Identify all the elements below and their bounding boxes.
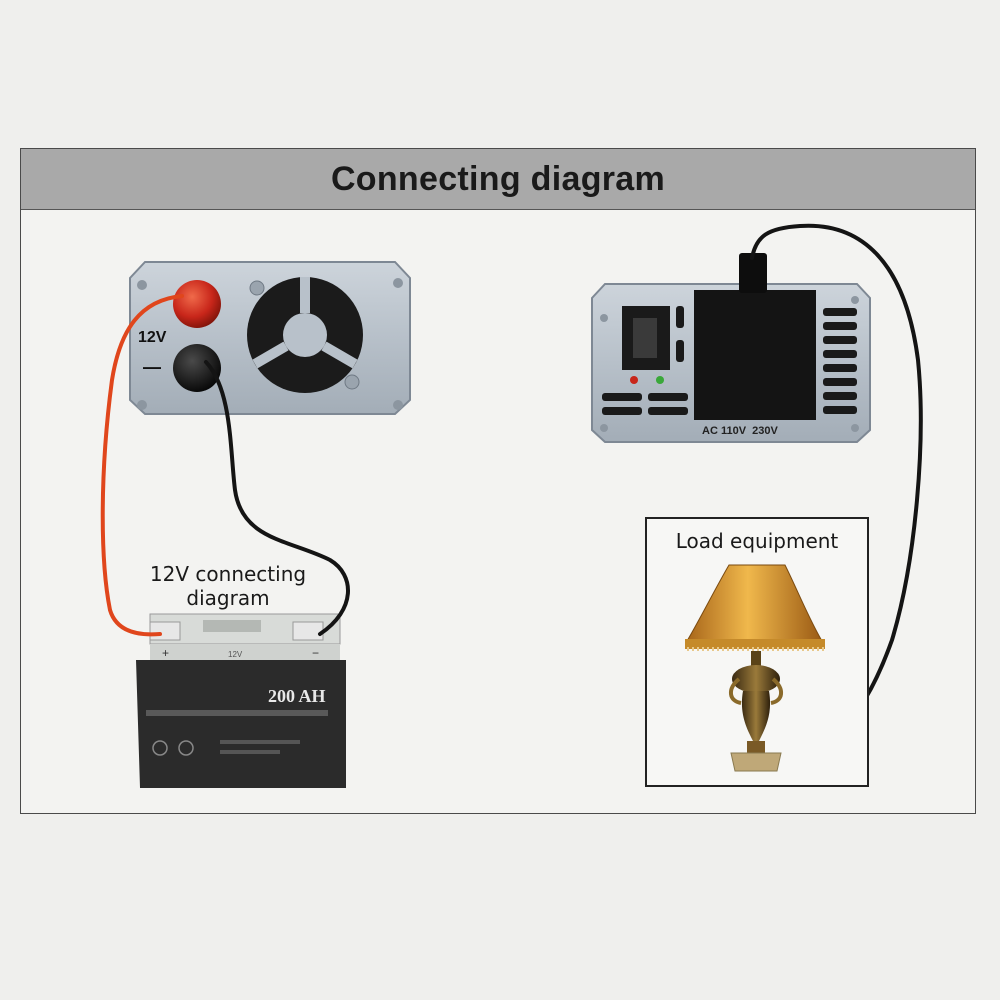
- ac-output-label: AC 110V 230V: [702, 425, 778, 437]
- positive-terminal-icon: [173, 280, 221, 328]
- inverter-front-panel: 12V —: [129, 261, 411, 415]
- negative-terminal-icon: [173, 344, 221, 392]
- battery: + − 12V 200 AH: [136, 613, 346, 788]
- inverter-minus-label: —: [143, 357, 161, 377]
- red-wire: [100, 294, 184, 637]
- ac-socket-icon: [694, 290, 816, 420]
- battery-caption-line1: 12V connecting: [149, 562, 307, 586]
- load-equipment-label: Load equipment: [675, 529, 839, 553]
- battery-capacity-label: 200 AH: [268, 686, 326, 706]
- battery-top-label: 12V: [228, 650, 243, 659]
- battery-caption-line2: diagram: [186, 586, 270, 610]
- fan-icon: [247, 277, 363, 393]
- black-wire-battery: [204, 360, 350, 636]
- battery-negative-terminal-icon: [292, 621, 324, 641]
- title-bar: Connecting diagram: [21, 149, 975, 210]
- lamp-icon: [685, 564, 825, 772]
- plug-icon: [739, 253, 767, 293]
- battery-positive-terminal-icon: [149, 621, 181, 641]
- diagram-title: Connecting diagram: [330, 159, 666, 198]
- inverter-back-panel: AC 110V 230V: [591, 253, 871, 443]
- power-led-icon: [656, 376, 664, 384]
- svg-text:−: −: [312, 646, 319, 660]
- inverter-voltage-label: 12V: [138, 329, 167, 346]
- fault-led-icon: [630, 376, 638, 384]
- svg-text:+: +: [162, 646, 169, 660]
- battery-caption: 12V connecting diagram: [118, 562, 338, 610]
- load-equipment-box: Load equipment: [645, 517, 869, 787]
